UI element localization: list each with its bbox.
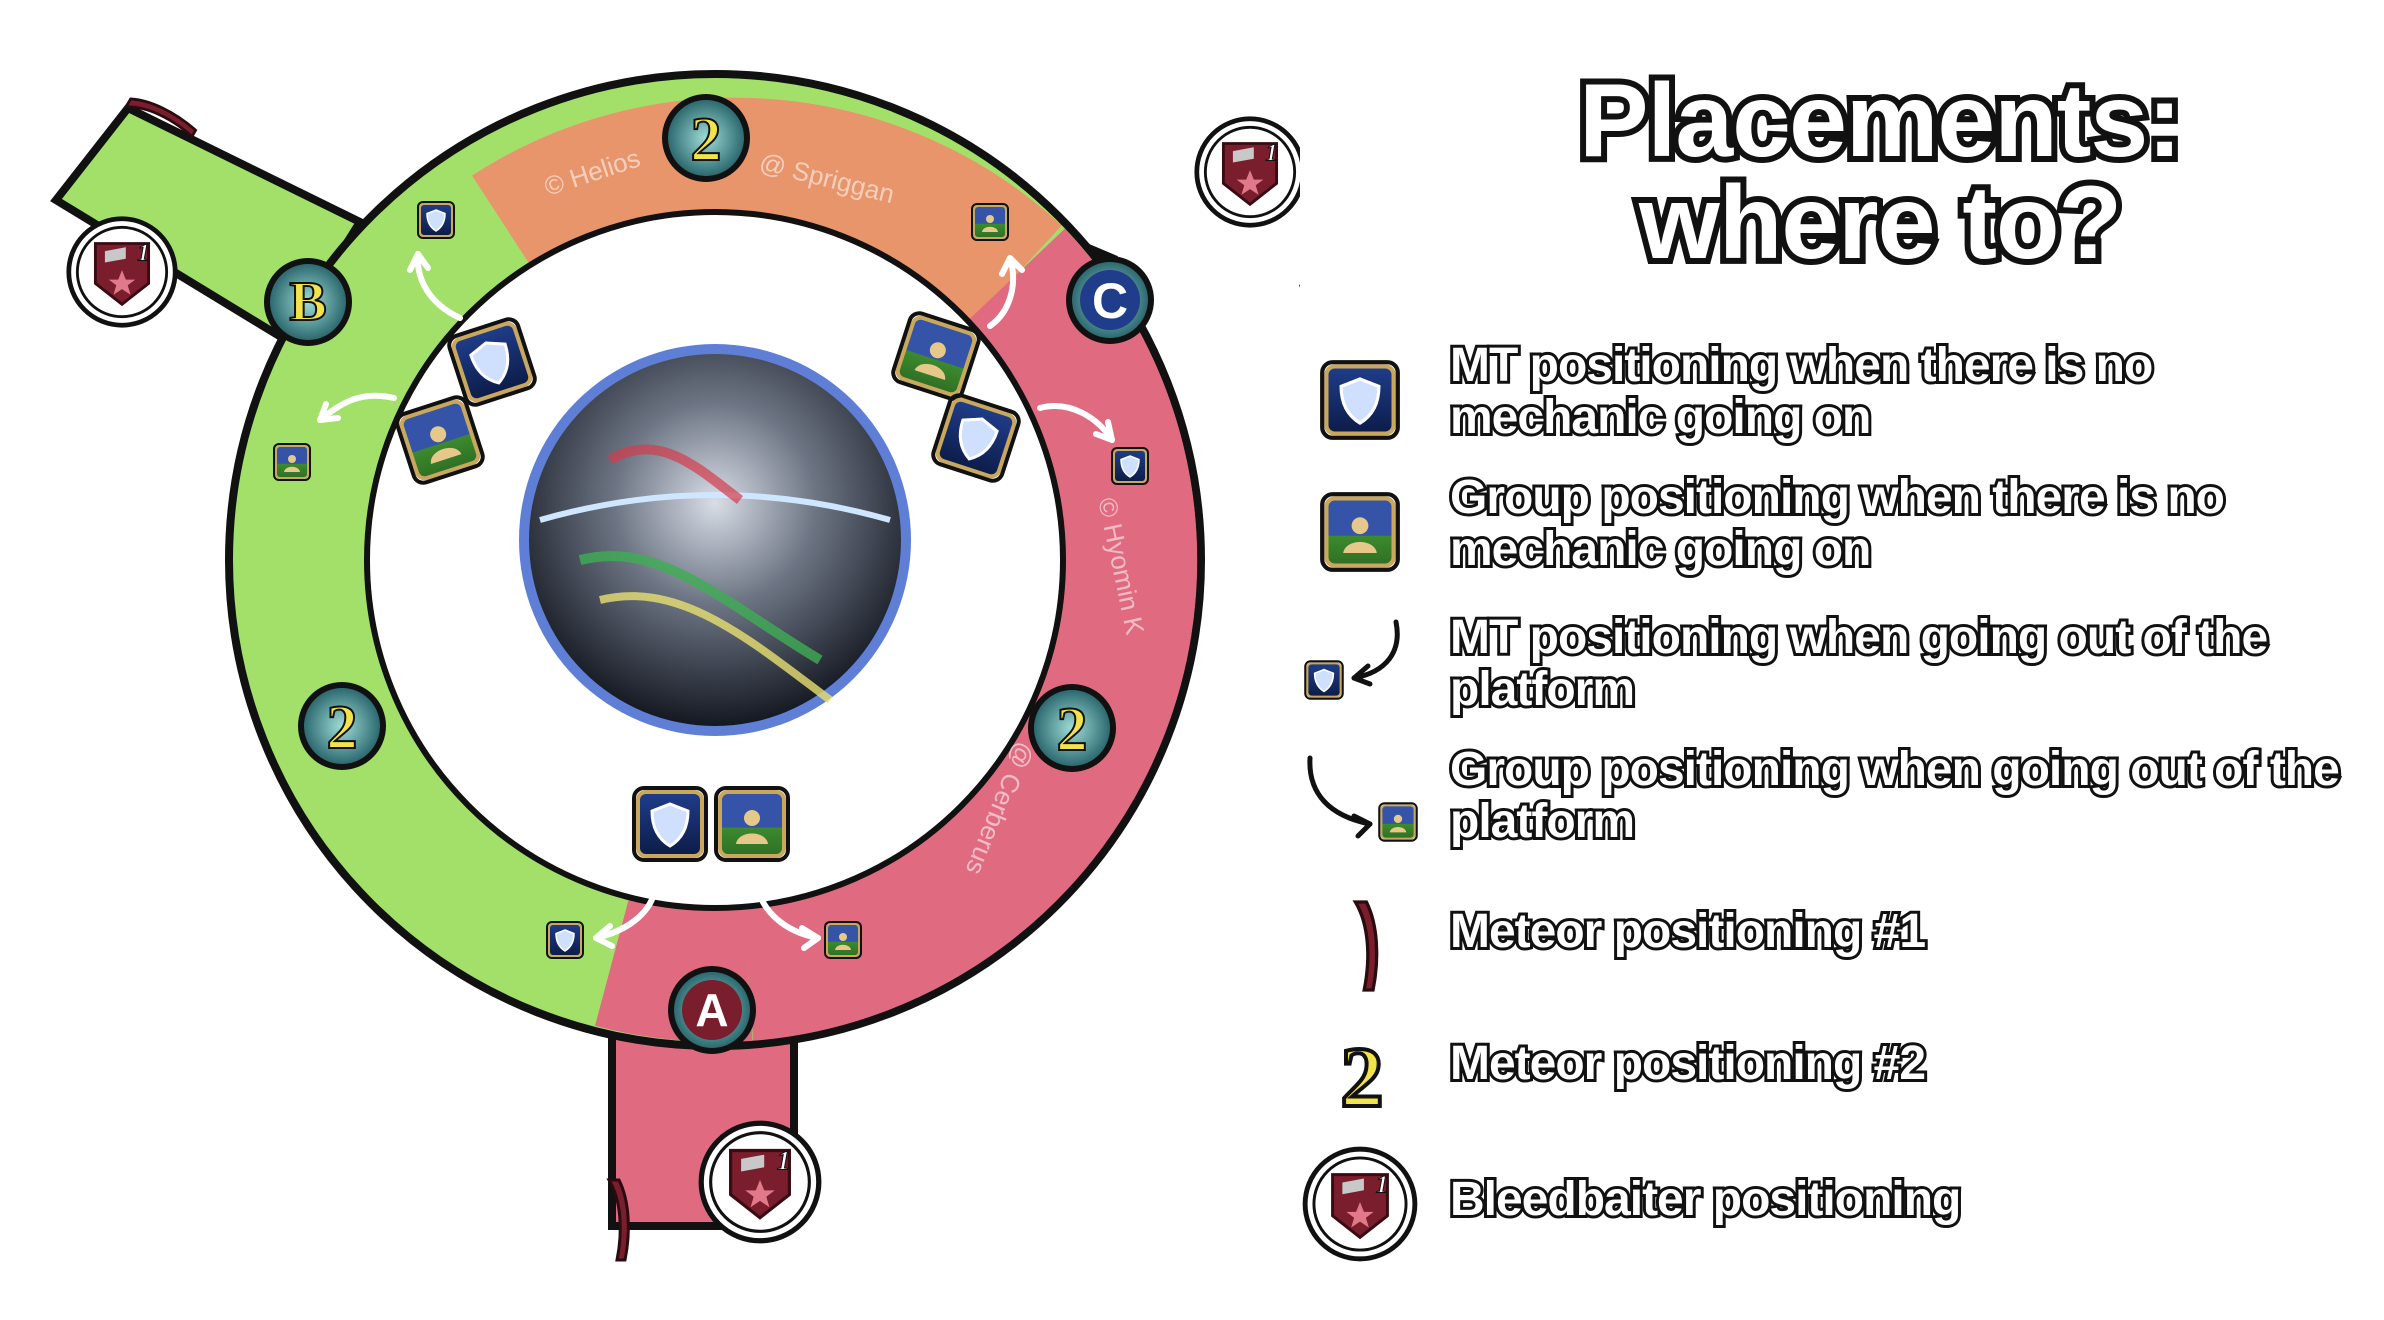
svg-text:B: B bbox=[289, 271, 326, 333]
legend-text: Group positioning when there is no mecha… bbox=[1447, 469, 2228, 579]
mt-small-icon-c bbox=[1111, 447, 1149, 485]
meteor-1-icon bbox=[1353, 900, 1379, 992]
svg-text:2: 2 bbox=[1341, 1029, 1384, 1125]
bleed-number: 1 bbox=[137, 240, 149, 267]
arena-diagram: © Helios @ Spriggan © Hyomin K @ Cerberu… bbox=[50, 70, 1300, 1262]
bleedbaiter-marker-c: 1 bbox=[1197, 119, 1300, 225]
mt-small-icon-b bbox=[417, 201, 455, 239]
svg-text:C: C bbox=[1092, 273, 1128, 329]
mt-shield-icon bbox=[1290, 340, 1430, 460]
meteor-2-marker-right: 2 bbox=[1028, 684, 1116, 772]
group-small-icon-c bbox=[971, 203, 1009, 241]
waymark-a: A bbox=[668, 966, 756, 1054]
svg-text:2: 2 bbox=[691, 106, 722, 174]
mt-icon-platform-a bbox=[632, 786, 708, 862]
meteor-2-marker-top: 2 bbox=[662, 94, 750, 182]
legend-text: Meteor positioning #2 bbox=[1447, 1035, 1929, 1093]
svg-text:A: A bbox=[695, 984, 728, 1036]
legend-text: Bleedbaiter positioning bbox=[1447, 1171, 1964, 1229]
page-title: Placements: where to? bbox=[1573, 63, 2188, 281]
bleedbaiter-marker-b: 1 bbox=[69, 219, 175, 325]
legend-text: MT positioning when going out of the pla… bbox=[1447, 609, 2271, 719]
bleed-number: 1 bbox=[1265, 140, 1277, 167]
group-icon bbox=[1290, 472, 1430, 592]
meteor-2-icon: 2 bbox=[1339, 1027, 1386, 1127]
legend-text: MT positioning when there is no mechanic… bbox=[1447, 337, 2156, 447]
group-icon-platform-a bbox=[714, 786, 790, 862]
meteor-2-marker-left: 2 bbox=[298, 682, 386, 770]
bleed-number: 1 bbox=[777, 1145, 791, 1175]
bleedbaiter-icon: 1 bbox=[1290, 1144, 1430, 1264]
svg-text:2: 2 bbox=[1057, 696, 1088, 764]
group-small-arrow-icon bbox=[1307, 755, 1418, 842]
mt-small-arrow-icon bbox=[1304, 619, 1400, 700]
mt-small-icon-a bbox=[546, 921, 584, 959]
meteor-1-marker-c bbox=[1296, 253, 1300, 297]
bleedbaiter-marker-a: 1 bbox=[701, 1123, 819, 1241]
center-orb bbox=[519, 344, 911, 736]
group-small-icon-b bbox=[273, 443, 311, 481]
legend-text: Group positioning when going out of the … bbox=[1447, 741, 2343, 851]
movement-arrows bbox=[317, 251, 1115, 951]
group-small-icon-a bbox=[824, 921, 862, 959]
svg-text:2: 2 bbox=[327, 694, 358, 762]
legend-text: Meteor positioning #1 bbox=[1447, 903, 1929, 961]
bleed-number: 1 bbox=[1376, 1169, 1389, 1198]
waymark-c: C bbox=[1066, 256, 1154, 344]
waymark-b: B bbox=[264, 258, 352, 346]
